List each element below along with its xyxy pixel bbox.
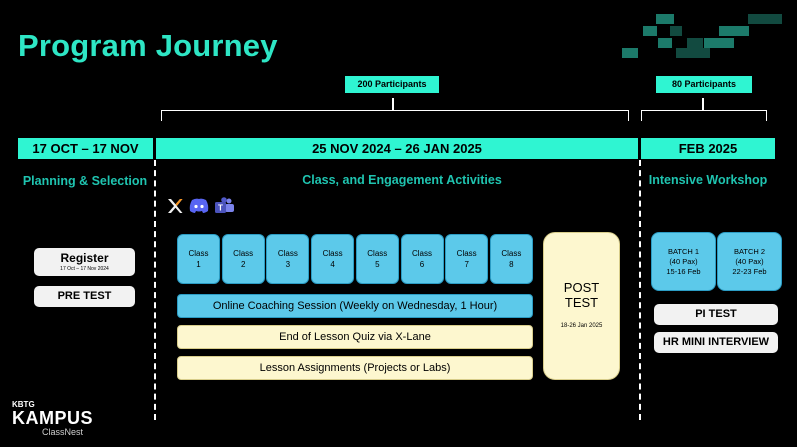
bracket-workshop-tick xyxy=(702,98,704,110)
class-number: 7 xyxy=(464,260,469,269)
assignments-row: Lesson Assignments (Projects or Labs) xyxy=(177,356,533,380)
phase-label-workshop: Intensive Workshop xyxy=(648,173,768,187)
class-box: Class 7 xyxy=(445,234,489,284)
class-label: Class xyxy=(411,249,432,258)
class-box: Class 2 xyxy=(221,234,265,284)
class-box: Class 3 xyxy=(266,234,310,284)
class-label: Class xyxy=(322,249,343,258)
class-label: Class xyxy=(233,249,254,258)
batch-2-name: BATCH 2 xyxy=(733,247,766,256)
batch-2-card: BATCH 2 (40 Pax) 22-23 Feb xyxy=(717,232,782,291)
logo-classnest: ClassNest xyxy=(42,427,84,437)
timeline-bar-planning: 17 OCT – 17 NOV xyxy=(18,138,153,159)
svg-text:T: T xyxy=(218,204,223,213)
class-number: 2 xyxy=(240,260,246,269)
batch-1-pax: (40 Pax) xyxy=(669,257,698,266)
class-box: Class 1 xyxy=(177,234,220,284)
timeline-bar-workshop: FEB 2025 xyxy=(641,138,775,159)
batch-1-dates: 15-16 Feb xyxy=(666,267,701,276)
divider-left xyxy=(154,160,156,420)
class-label: Class xyxy=(277,249,298,258)
class-box: Class 6 xyxy=(400,234,444,284)
post-test-line1: POST xyxy=(563,280,600,295)
bracket-main xyxy=(161,110,629,121)
register-dates: 17 Oct – 17 Nov 2024 xyxy=(60,266,109,272)
teams-icon: T xyxy=(213,197,235,215)
class-label: Class xyxy=(501,249,522,258)
class-label: Class xyxy=(367,249,388,258)
class-box: Class 4 xyxy=(311,234,355,284)
bracket-workshop xyxy=(641,110,767,121)
batch-2-dates: 22-23 Feb xyxy=(732,267,767,276)
discord-icon xyxy=(188,198,210,214)
logo-kbtg: KBTG xyxy=(12,400,35,409)
batch-1-name: BATCH 1 xyxy=(667,247,700,256)
coaching-session-row: Online Coaching Session (Weekly on Wedne… xyxy=(177,294,533,318)
phase-label-classes: Class, and Engagement Activities xyxy=(302,173,502,187)
timeline-bar-classes: 25 NOV 2024 – 26 JAN 2025 xyxy=(156,138,638,159)
pretest-card: PRE TEST xyxy=(34,286,135,307)
x-lane-icon xyxy=(166,197,184,215)
pi-test-card: PI TEST xyxy=(654,304,778,325)
bracket-main-tick xyxy=(392,98,394,110)
register-card: Register 17 Oct – 17 Nov 2024 xyxy=(34,248,135,276)
class-number: 3 xyxy=(285,260,291,269)
post-test-line2: TEST xyxy=(564,295,599,310)
class-number: 1 xyxy=(196,260,201,269)
phase-label-planning: Planning & Selection xyxy=(22,174,148,188)
class-label: Class xyxy=(188,249,209,258)
register-title: Register xyxy=(60,251,109,265)
class-label: Class xyxy=(456,249,477,258)
page-title: Program Journey xyxy=(18,28,278,63)
class-number: 4 xyxy=(330,260,335,269)
post-test-dates: 18-26 Jan 2025 xyxy=(560,323,603,329)
class-number: 6 xyxy=(419,260,425,269)
batch-1-card: BATCH 1 (40 Pax) 15-16 Feb xyxy=(651,232,716,291)
class-box: Class 5 xyxy=(355,234,399,284)
batch-2-pax: (40 Pax) xyxy=(735,257,764,266)
class-box: Class 8 xyxy=(489,234,533,284)
kampus-logo: KBTG KAMPUS ClassNest xyxy=(12,400,122,438)
post-test-card: POST TEST 18-26 Jan 2025 xyxy=(543,232,620,380)
hr-interview-card: HR MINI INTERVIEW xyxy=(654,332,778,353)
class-number: 5 xyxy=(375,260,380,269)
class-number: 8 xyxy=(509,260,514,269)
divider-right xyxy=(639,160,641,420)
participants-badge-main: 200 Participants xyxy=(345,76,439,93)
logo-kampus: KAMPUS xyxy=(12,408,94,428)
participants-badge-workshop: 80 Participants xyxy=(656,76,752,93)
quiz-row: End of Lesson Quiz via X-Lane xyxy=(177,325,533,349)
